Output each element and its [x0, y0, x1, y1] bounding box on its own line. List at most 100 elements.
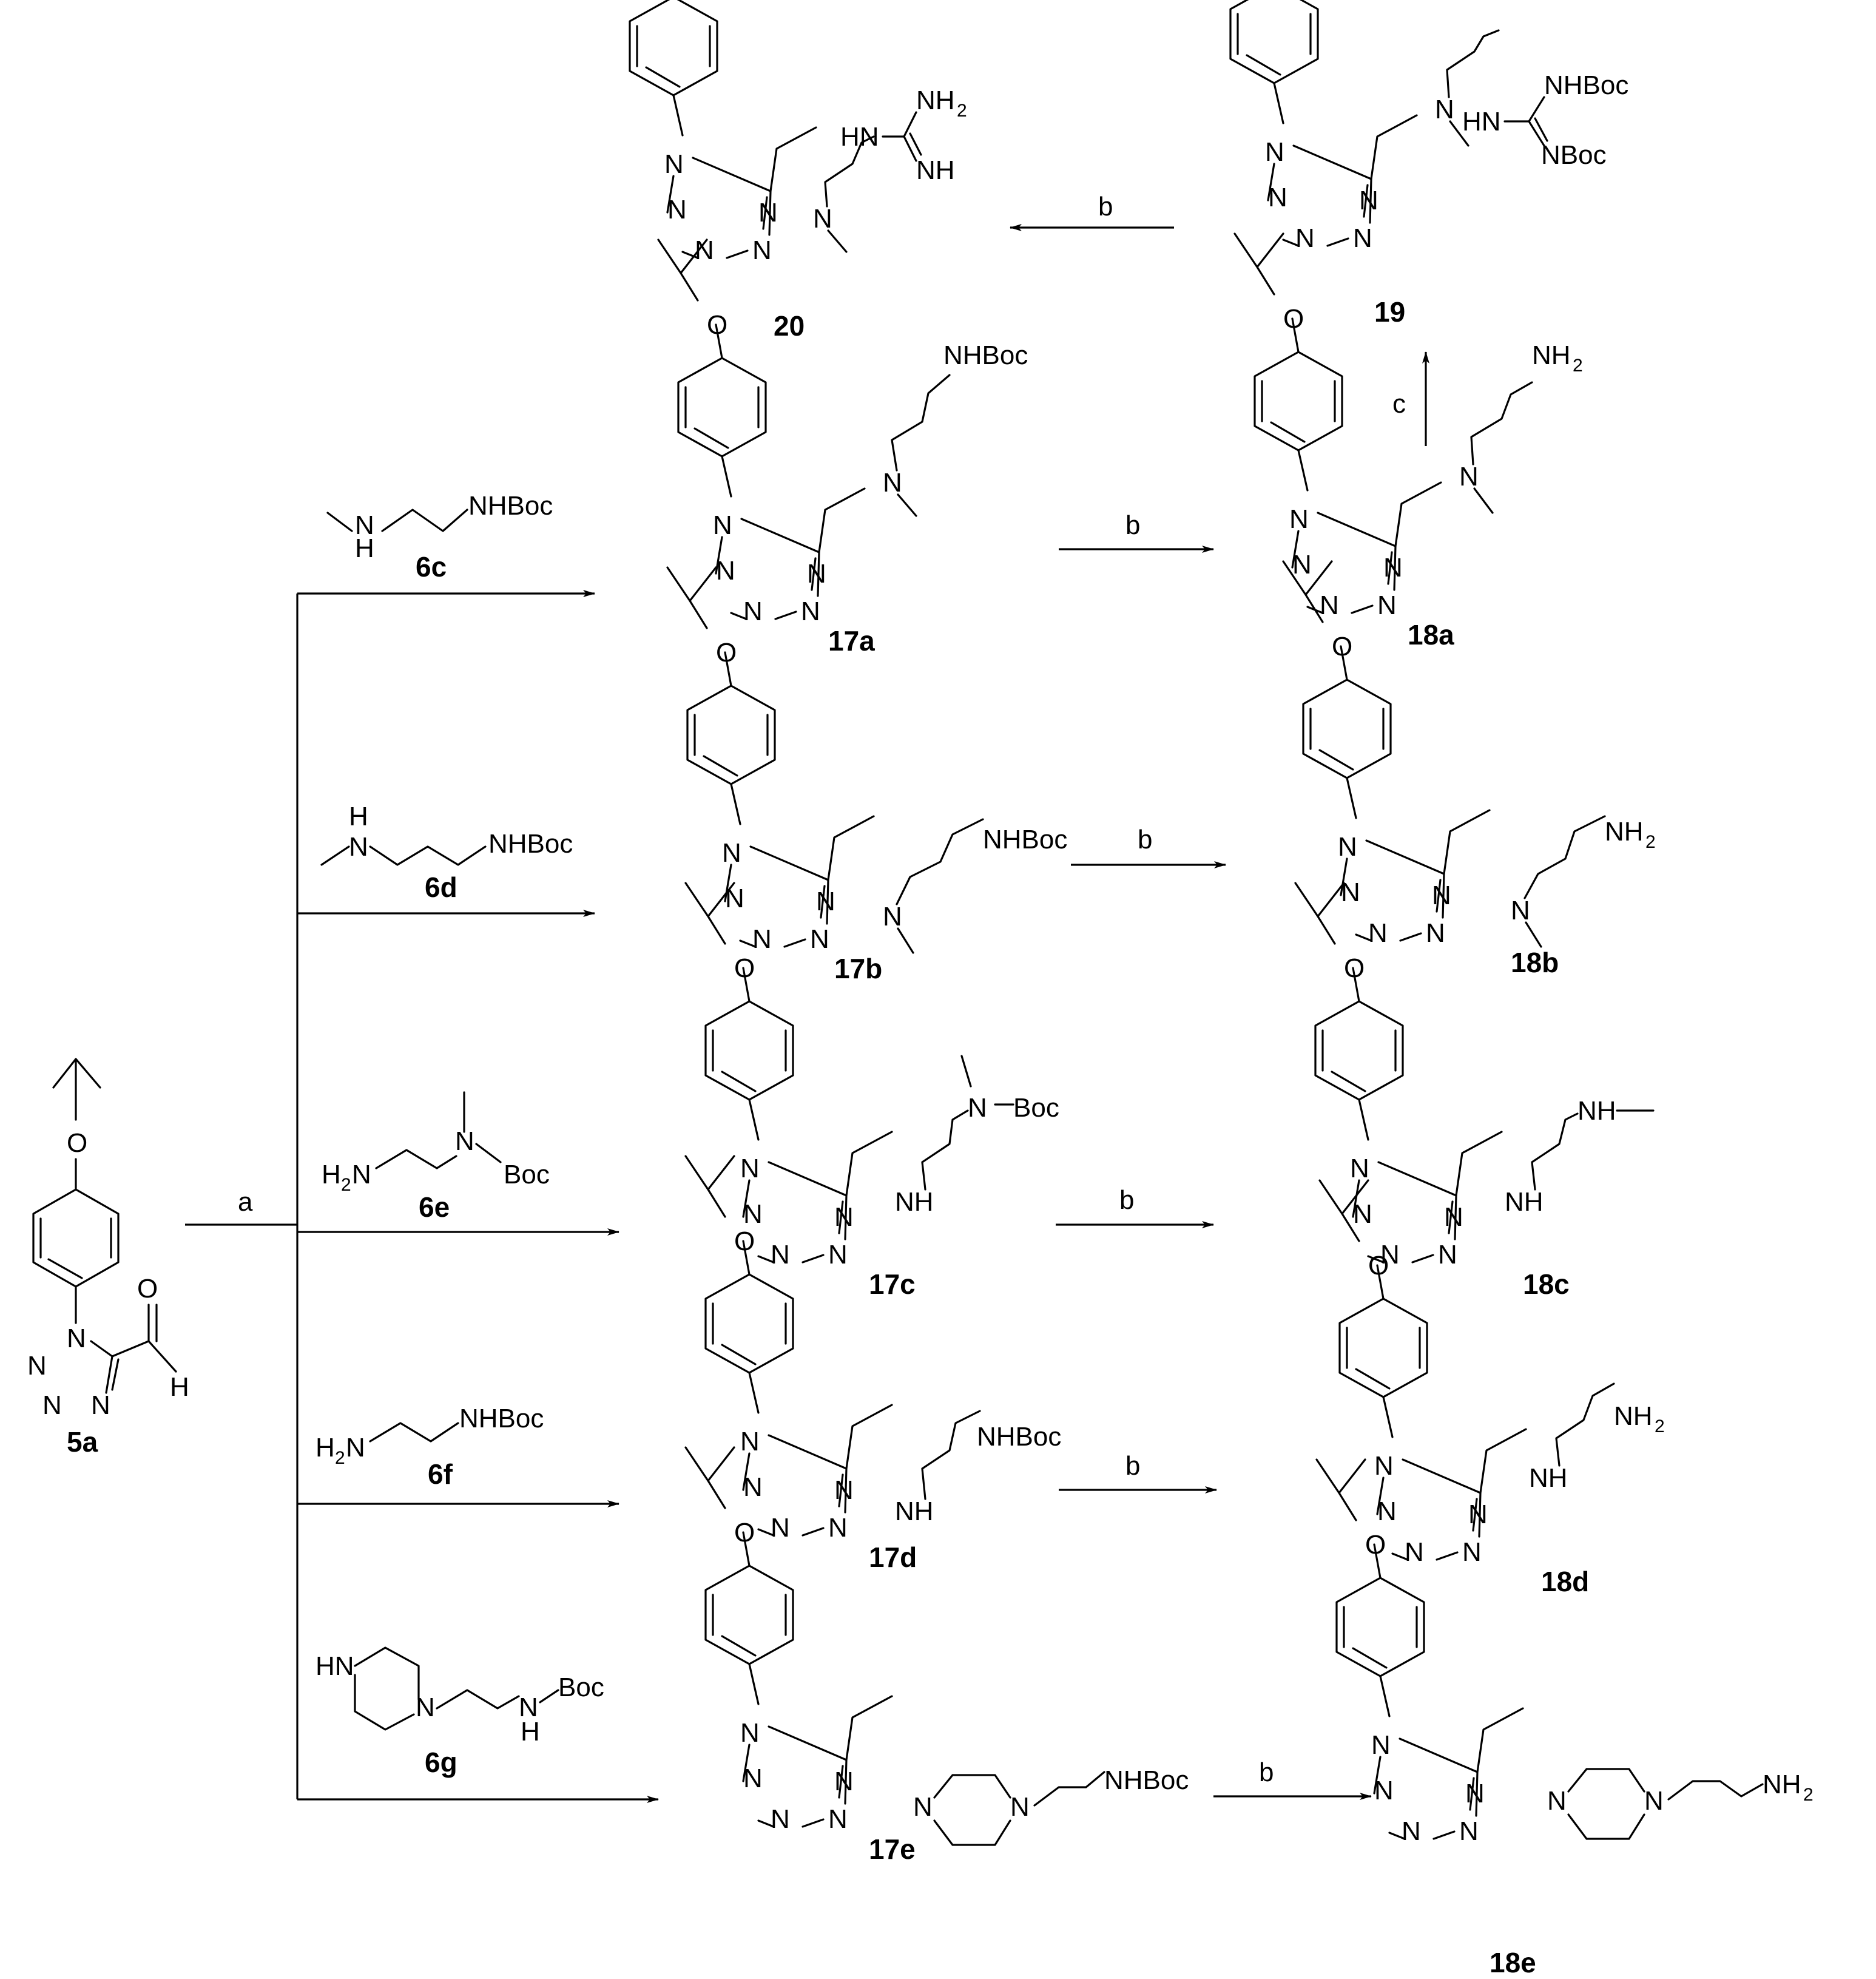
- atom-N: N: [743, 1199, 763, 1229]
- atom-N: N: [1320, 590, 1339, 620]
- atom-N: N: [1426, 918, 1445, 948]
- atom-N: N: [834, 1475, 854, 1505]
- atom-N: N: [1371, 1730, 1391, 1760]
- amine-6c-group: NHBoc: [468, 491, 553, 521]
- condition-b-5: b: [1259, 1757, 1274, 1787]
- atom-N: N: [455, 1126, 474, 1156]
- condition-b-6: b: [1098, 192, 1113, 222]
- atom-N: N: [1338, 832, 1357, 862]
- atom-N: N: [1265, 137, 1284, 167]
- compound-id-19: 19: [1374, 296, 1405, 328]
- amine-6e-sub: 2: [341, 1175, 351, 1195]
- atom-O: O: [734, 1518, 755, 1548]
- amine-n-17c: NH: [895, 1187, 934, 1217]
- piperazine-n2-17e: N: [1010, 1792, 1030, 1822]
- atom-O: O: [734, 953, 755, 983]
- atom-O: O: [707, 310, 727, 340]
- atom-N: N: [1438, 1240, 1457, 1270]
- compound-id-6e: 6e: [419, 1191, 450, 1223]
- tail-17e: NHBoc: [1104, 1765, 1189, 1795]
- atom-O: O: [137, 1274, 158, 1304]
- atom-N: N: [758, 198, 778, 228]
- amine-n-18c: NH: [1505, 1187, 1544, 1217]
- atom-N: N: [834, 1202, 854, 1232]
- amine-6g: HN N N H Boc 6g: [315, 1646, 604, 1778]
- compound-17c: O N N N N N NH N Boc 17c: [684, 882, 1059, 1300]
- atom-O: O: [67, 1128, 87, 1158]
- atom-N: N: [27, 1351, 47, 1381]
- piperazine-n1-18e: N: [1547, 1786, 1567, 1816]
- compound-id-18e: 18e: [1490, 1947, 1536, 1978]
- compound-id-17a: 17a: [828, 625, 875, 657]
- tail-sub-18b: 2: [1645, 832, 1656, 852]
- atom-N: N: [716, 556, 735, 586]
- amine-n-17a: N: [883, 468, 902, 498]
- atom-N: N: [1289, 504, 1309, 534]
- compound-id-6f: 6f: [428, 1458, 453, 1490]
- amine-6f: H 2 N NHBoc 6f: [315, 1404, 544, 1490]
- atom-N: N: [1402, 1816, 1421, 1846]
- compound-18d: O N N N N N NH NH 2 18d: [1318, 1179, 1665, 1597]
- compound-20: O N N N N N N HN NH 2 NH 20: [609, 0, 967, 342]
- atom-N: N: [1405, 1537, 1424, 1567]
- compound-18e: O N N N N N N N NH 2 18e: [1315, 1458, 1814, 1978]
- atom-N: N: [828, 1804, 848, 1834]
- atom-H: H: [355, 533, 374, 563]
- compound-id-5a: 5a: [67, 1426, 98, 1458]
- atom-N: N: [1462, 1537, 1482, 1567]
- compound-17d: O N N N N N NH NHBoc 17d: [684, 1155, 1061, 1573]
- amine-6g-h: H: [521, 1717, 540, 1747]
- atom-N: N: [771, 1804, 790, 1834]
- atom-O: O: [1283, 304, 1304, 334]
- atom-O: O: [1365, 1530, 1386, 1560]
- atom-N: N: [1468, 1500, 1488, 1529]
- tail-17d: NHBoc: [977, 1422, 1061, 1452]
- atom-N: N: [1465, 1779, 1485, 1808]
- atom-N: N: [1295, 223, 1315, 253]
- atom-O: O: [1368, 1251, 1389, 1280]
- atom-N: N: [1353, 1199, 1372, 1229]
- compound-id-20: 20: [774, 310, 805, 342]
- atom-N: N: [810, 924, 829, 954]
- compound-id-6c: 6c: [416, 551, 447, 583]
- atom-N: N: [834, 1767, 854, 1796]
- amine-6g-hn: HN: [315, 1651, 354, 1681]
- piperazine-n2-18e: N: [1644, 1786, 1664, 1816]
- nboc-19: NBoc: [1541, 140, 1607, 170]
- atom-H: H: [349, 802, 368, 831]
- condition-b-1: b: [1125, 510, 1140, 540]
- atom-N: N: [828, 1513, 848, 1543]
- amine-n-18a: N: [1459, 462, 1479, 492]
- atom-N: N: [743, 597, 763, 626]
- atom-N: N: [828, 1240, 848, 1270]
- atom-N: N: [664, 149, 684, 179]
- amine-6d: H N NHBoc 6d: [320, 802, 573, 903]
- compound-5a: O N N N N O H 5a: [27, 1058, 189, 1458]
- compound-18c: O N N N N N NH NH 18c: [1294, 882, 1655, 1300]
- atom-N: N: [67, 1324, 86, 1353]
- atom-N: N: [743, 1472, 763, 1502]
- tail-sub-18a: 2: [1573, 356, 1583, 376]
- compound-id-6g: 6g: [425, 1747, 457, 1778]
- atom-N: N: [1353, 223, 1372, 253]
- compound-id-17e: 17e: [869, 1833, 916, 1865]
- tail-18c: NH: [1577, 1096, 1616, 1126]
- amine-6f-n: N: [346, 1433, 365, 1463]
- atom-O: O: [734, 1226, 755, 1256]
- atom-N: N: [816, 887, 835, 916]
- tail-18d: NH: [1614, 1401, 1653, 1431]
- atom-N: N: [722, 838, 741, 868]
- atom-N: N: [743, 1764, 763, 1793]
- nh2-20: NH: [916, 86, 955, 115]
- amine-6g-nh: N: [519, 1693, 538, 1722]
- compound-17b: O N N N N N N NHBoc 17b: [666, 566, 1067, 984]
- atom-N: N: [1268, 183, 1287, 212]
- nhboc-19: NHBoc: [1544, 70, 1628, 100]
- atom-N: N: [740, 1427, 760, 1456]
- atom-O: O: [1344, 953, 1365, 983]
- tail-n-17c: N: [968, 1093, 987, 1123]
- nh2-sub-20: 2: [957, 101, 967, 121]
- atom-N: N: [740, 1154, 760, 1183]
- atom-N: N: [1377, 590, 1397, 620]
- atom-N: N: [740, 1718, 760, 1748]
